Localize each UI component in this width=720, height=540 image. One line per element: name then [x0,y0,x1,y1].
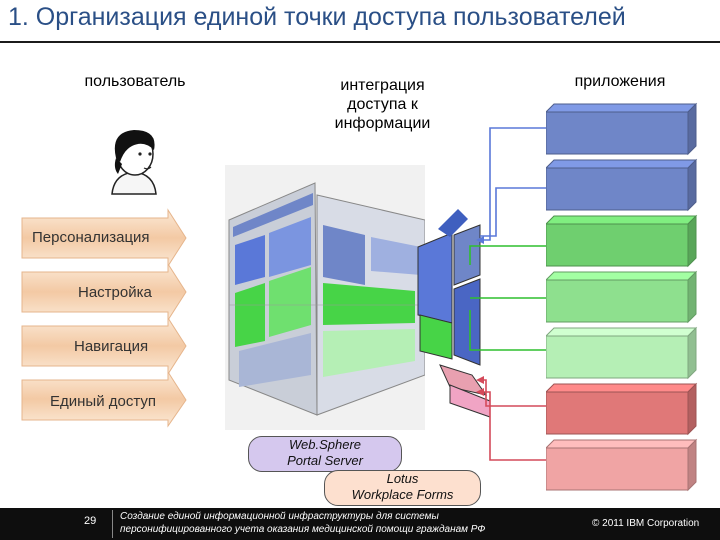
footer-bar [0,508,720,540]
footer-divider [112,510,113,538]
arrow-personalization [21,208,187,268]
copyright: © 2011 IBM Corporation [592,518,700,529]
portal-window-illustration [225,165,425,430]
integration-line-3: информации [334,115,431,132]
title-divider [0,41,720,43]
application-box-6 [544,382,698,436]
integration-line-1: интеграция [340,77,425,94]
websphere-portal-pill: Web.Sphere Portal Server [248,436,402,472]
user-avatar-icon [111,130,157,195]
column-user-label: пользователь [84,73,186,90]
application-box-5 [544,326,698,380]
function-personalization: Персонализация [32,229,150,246]
application-box-7 [544,438,698,492]
column-integration-label: интеграция доступа к информации [315,76,450,133]
footer-caption-line-1: Создание единой информационной инфрастру… [120,511,439,522]
websphere-line-2: Portal Server [287,453,363,468]
column-apps-label: приложения [574,73,666,90]
application-boxes [544,102,698,492]
slide-title: 1. Организация единой точки доступа поль… [8,3,626,31]
arrow-customization [21,262,187,322]
integration-connector [417,209,491,418]
lotus-line-1: Lotus [386,471,419,486]
function-single-access: Единый доступ [50,393,157,410]
function-arrows [21,208,187,428]
application-stack [544,100,706,500]
footer-caption: Создание единой информационной инфрастру… [120,510,485,536]
function-navigation: Навигация [74,338,149,355]
function-customization: Настройка [78,284,152,301]
application-box-1 [544,102,698,156]
lotus-forms-pill: Lotus Workplace Forms [324,470,481,506]
page-number: 29 [84,515,97,527]
integration-line-2: доступа к [347,96,418,113]
arrow-single-access [21,370,187,428]
application-box-3 [544,214,698,268]
footer-caption-line-2: персонифицированного учета оказания меди… [120,524,486,535]
websphere-line-1: Web.Sphere [288,437,362,452]
lotus-line-2: Workplace Forms [351,487,454,502]
application-box-4 [544,270,698,324]
arrow-navigation [21,316,187,376]
application-box-2 [544,158,698,212]
